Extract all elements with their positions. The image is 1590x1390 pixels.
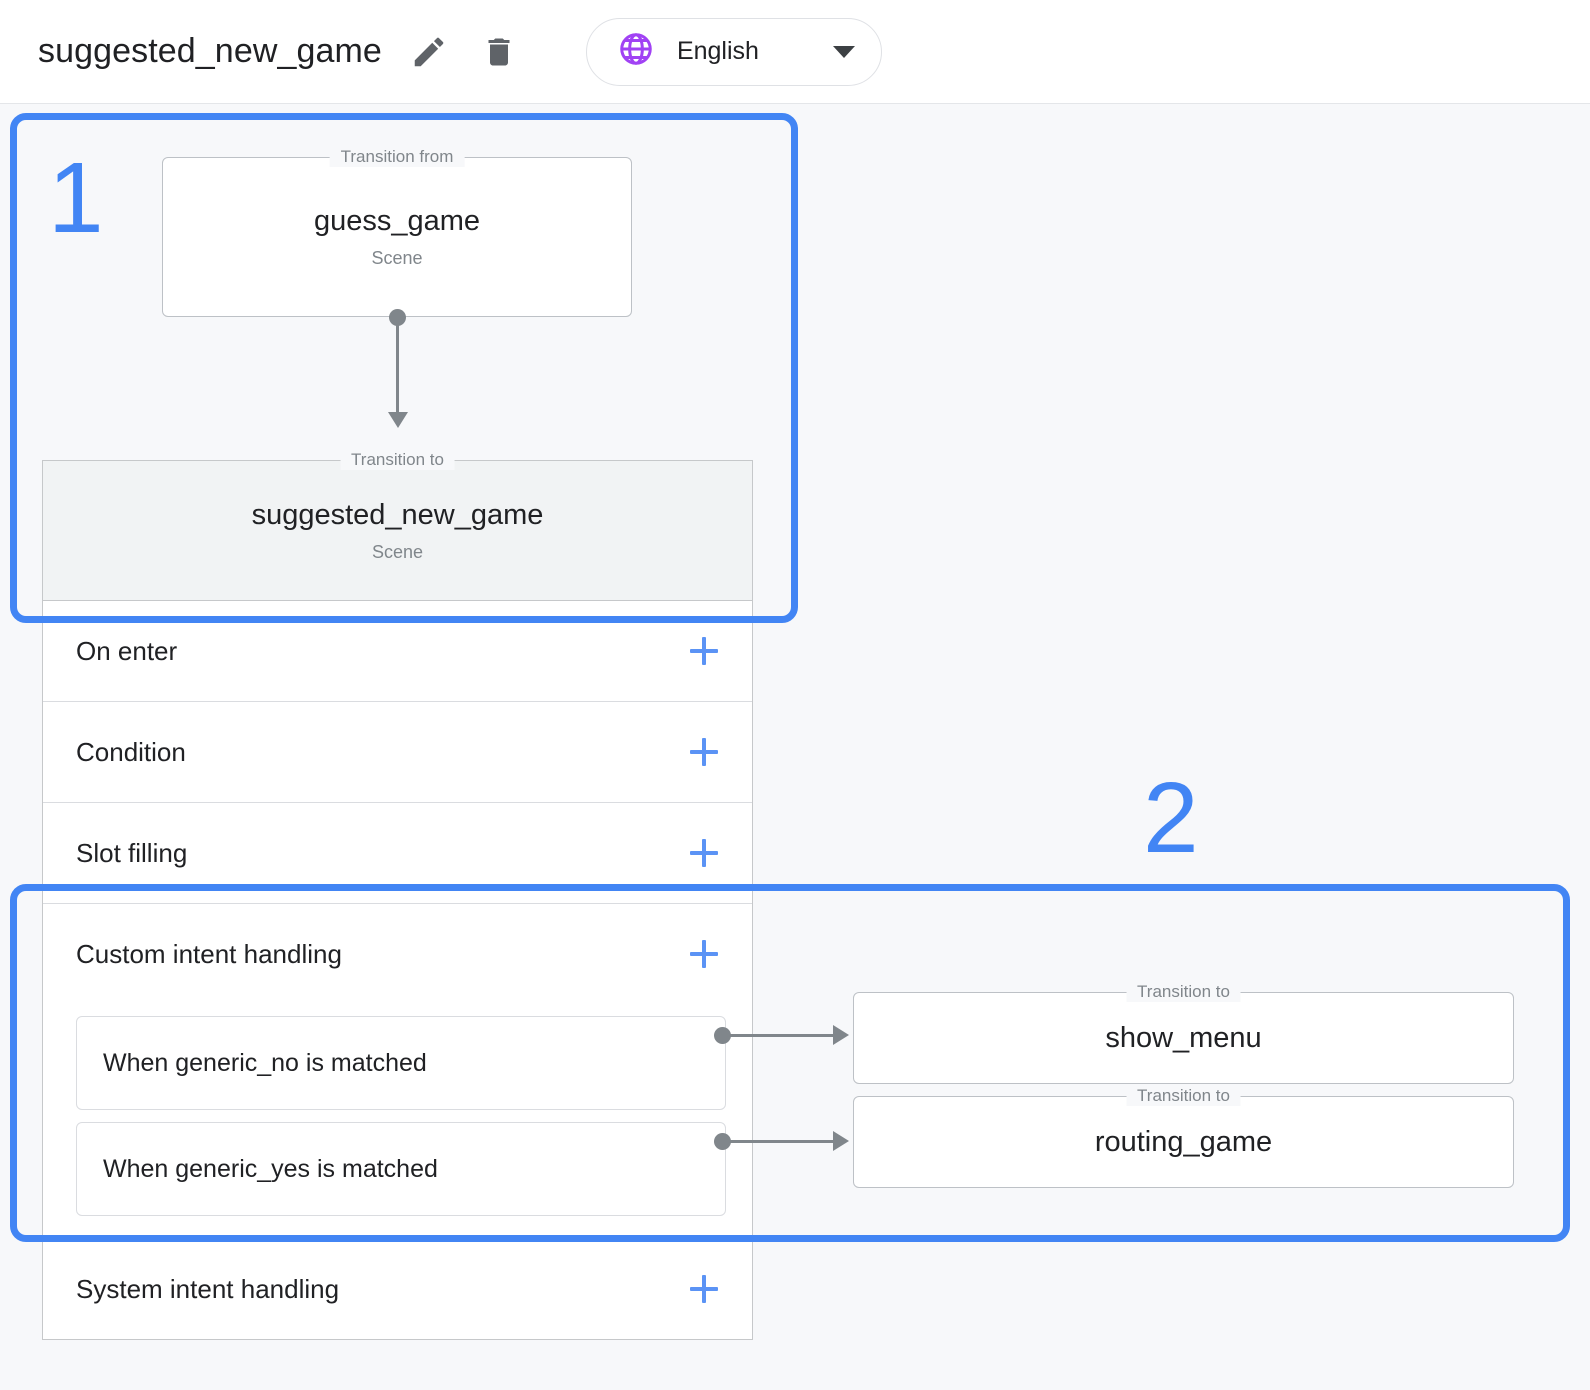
trash-icon <box>481 34 517 70</box>
section-system-intent-handling[interactable]: System intent handling <box>43 1239 752 1339</box>
language-label: English <box>676 37 759 65</box>
edit-scene-button[interactable] <box>406 29 452 75</box>
transition-to-name: routing_game <box>1094 1125 1273 1158</box>
add-custom-intent-button[interactable] <box>682 932 726 976</box>
section-label: Custom intent handling <box>76 938 342 969</box>
section-label: Slot filling <box>76 837 188 868</box>
section-label: Condition <box>76 736 186 767</box>
section-condition[interactable]: Condition <box>43 702 752 803</box>
annotation-number-2: 2 <box>1143 762 1199 874</box>
transition-to-legend: Transition to <box>1126 1086 1241 1106</box>
transition-from-type: Scene <box>371 248 423 268</box>
transition-to-show-menu-card[interactable]: Transition to show_menu <box>853 982 1514 1084</box>
page-title: suggested_new_game <box>38 32 382 70</box>
add-system-intent-button[interactable] <box>682 1267 726 1311</box>
scene-sections-list: On enter Condition Slot filling Custom i… <box>42 601 753 1340</box>
transition-to-current-name: suggested_new_game <box>251 498 544 531</box>
transition-from-name: guess_game <box>313 205 481 237</box>
connector-arrow-down <box>388 412 408 428</box>
connector-line-generic-no <box>722 1034 840 1037</box>
custom-intent-row-generic-no[interactable]: When generic_no is matched <box>76 1016 726 1110</box>
section-on-enter[interactable]: On enter <box>43 601 752 702</box>
transition-from-legend: Transition from <box>329 147 465 167</box>
add-slot-filling-button[interactable] <box>682 831 726 875</box>
delete-scene-button[interactable] <box>476 29 522 75</box>
chevron-down-icon[interactable] <box>832 45 855 58</box>
section-slot-filling[interactable]: Slot filling <box>43 803 752 904</box>
transition-to-current-legend: Transition to <box>340 450 455 470</box>
transition-to-current-card[interactable]: Transition to suggested_new_game Scene <box>42 450 753 601</box>
custom-intent-list: When generic_no is matched When generic_… <box>76 1016 726 1238</box>
section-label: System intent handling <box>76 1273 340 1304</box>
transition-to-current-type: Scene <box>371 541 424 562</box>
annotation-number-1: 1 <box>48 142 104 254</box>
connector-arrow-generic-yes <box>833 1131 849 1151</box>
scene-canvas: Transition from guess_game Scene Transit… <box>0 104 1590 1390</box>
pencil-icon <box>410 33 448 71</box>
section-custom-intent-handling[interactable]: Custom intent handling When generic_no i… <box>43 904 752 1239</box>
custom-intent-row-generic-yes[interactable]: When generic_yes is matched <box>76 1122 726 1216</box>
language-selector[interactable]: English <box>585 17 882 86</box>
transition-from-card[interactable]: Transition from guess_game Scene <box>162 147 632 317</box>
connector-line-vertical <box>396 317 399 424</box>
scene-header: suggested_new_game English <box>0 0 1590 104</box>
connector-line-generic-yes <box>722 1140 840 1143</box>
add-condition-button[interactable] <box>682 730 726 774</box>
transition-to-routing-game-card[interactable]: Transition to routing_game <box>853 1086 1514 1188</box>
transition-to-legend: Transition to <box>1126 982 1241 1002</box>
transition-to-name: show_menu <box>1105 1021 1262 1054</box>
add-on-enter-button[interactable] <box>682 629 726 673</box>
connector-arrow-generic-no <box>833 1025 849 1045</box>
globe-icon <box>617 30 655 73</box>
section-label: On enter <box>76 635 178 666</box>
